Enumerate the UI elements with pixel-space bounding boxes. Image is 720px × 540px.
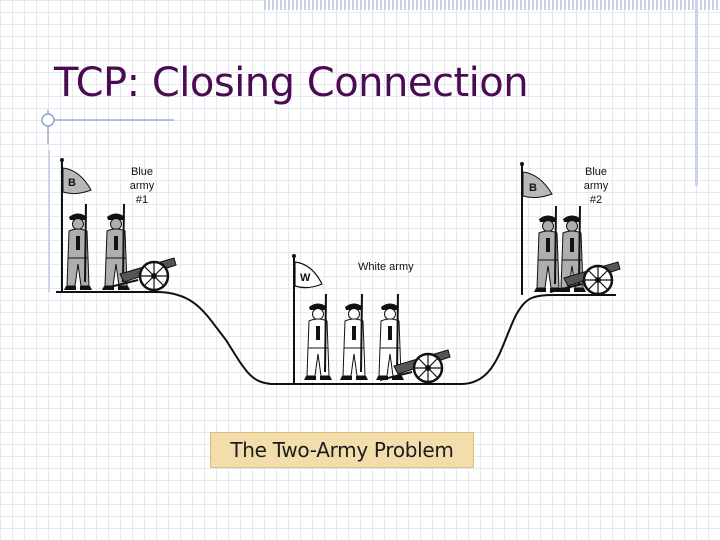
left-decorative-rule (48, 150, 50, 292)
svg-text:White army: White army (358, 261, 414, 273)
white-flag (294, 261, 323, 289)
right-decorative-bar (695, 0, 698, 186)
svg-text:army: army (584, 180, 609, 192)
white-soldier (303, 293, 333, 381)
top-decorative-band (264, 0, 720, 10)
caption-text: The Two-Army Problem (230, 438, 454, 462)
caption-box: The Two-Army Problem (210, 432, 474, 468)
blue-army-2: B Blue army #2 (520, 162, 622, 296)
title-underline-crosshair (41, 110, 174, 144)
svg-text:Blue: Blue (131, 166, 153, 178)
two-army-illustration: B Blue army #1 B Blue army #2 W White ar… (56, 158, 622, 385)
terrain-valley (56, 291, 616, 385)
svg-text:#2: #2 (590, 194, 602, 206)
svg-text:Blue: Blue (585, 166, 607, 178)
svg-text:W: W (300, 272, 311, 284)
svg-text:B: B (68, 177, 76, 189)
blue-soldier (63, 203, 93, 291)
svg-text:#1: #1 (136, 194, 148, 206)
blue-army-1: B Blue army #1 (60, 158, 178, 292)
blue-soldier (533, 205, 563, 293)
svg-text:army: army (130, 180, 155, 192)
blue-cannon (548, 260, 622, 296)
svg-text:B: B (529, 182, 537, 194)
slide-title: TCP: Closing Connection (54, 60, 529, 106)
blue-flag-1 (62, 167, 92, 195)
blue-flag-2 (522, 171, 553, 199)
white-army: W White army (292, 254, 452, 384)
white-soldier (339, 293, 369, 381)
